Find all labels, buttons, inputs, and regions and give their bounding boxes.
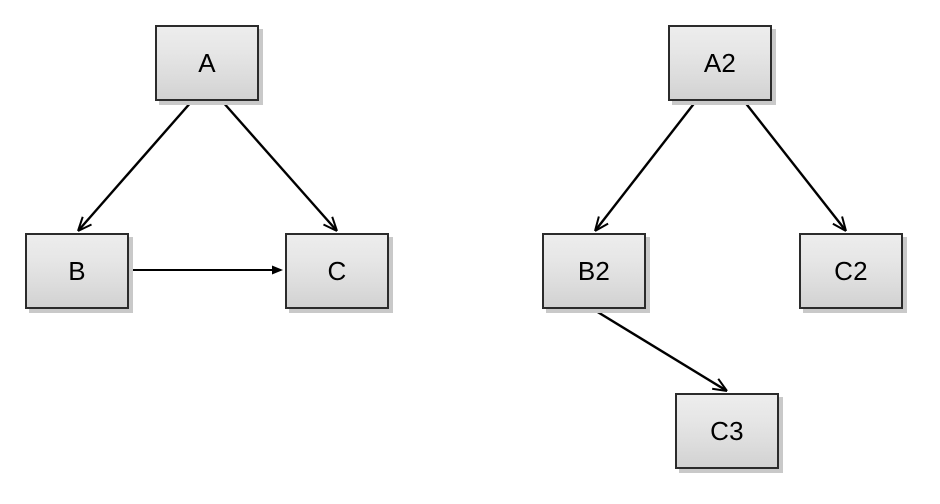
- node-label: C2: [834, 256, 868, 286]
- arrowhead-barb: [594, 216, 600, 232]
- edge-b2-to-c3: [595, 309, 728, 392]
- node-b[interactable]: B: [25, 233, 129, 309]
- arrowhead-barb: [717, 378, 728, 392]
- node-label: A2: [703, 48, 737, 78]
- edge-a2-to-b2: [594, 100, 697, 232]
- arrowhead-barb: [841, 216, 847, 232]
- arrowhead-barb: [77, 216, 84, 232]
- node-c2[interactable]: C2: [799, 233, 903, 309]
- node-b2[interactable]: B2: [542, 233, 646, 309]
- arrowhead-barb: [323, 223, 338, 232]
- edge-a-to-b: [77, 100, 193, 232]
- node-label: B: [68, 256, 86, 286]
- arrowhead-barb: [331, 216, 338, 232]
- edge-a2-to-c2: [743, 100, 847, 232]
- arrowhead-barb: [712, 387, 728, 392]
- arrowhead-barb: [832, 222, 847, 232]
- arrowhead-barb: [594, 222, 609, 232]
- node-a[interactable]: A: [155, 25, 259, 101]
- node-label: A: [198, 48, 216, 78]
- arrowhead-solid: [272, 265, 283, 275]
- edge-a-to-c: [221, 100, 338, 232]
- node-label: C3: [710, 416, 744, 446]
- node-label: C: [327, 256, 347, 286]
- node-label: B2: [577, 256, 611, 286]
- edge-b-to-c: [131, 265, 283, 275]
- node-c3[interactable]: C3: [675, 393, 779, 469]
- node-c[interactable]: C: [285, 233, 389, 309]
- node-a2[interactable]: A2: [668, 25, 772, 101]
- arrowhead-barb: [77, 223, 92, 232]
